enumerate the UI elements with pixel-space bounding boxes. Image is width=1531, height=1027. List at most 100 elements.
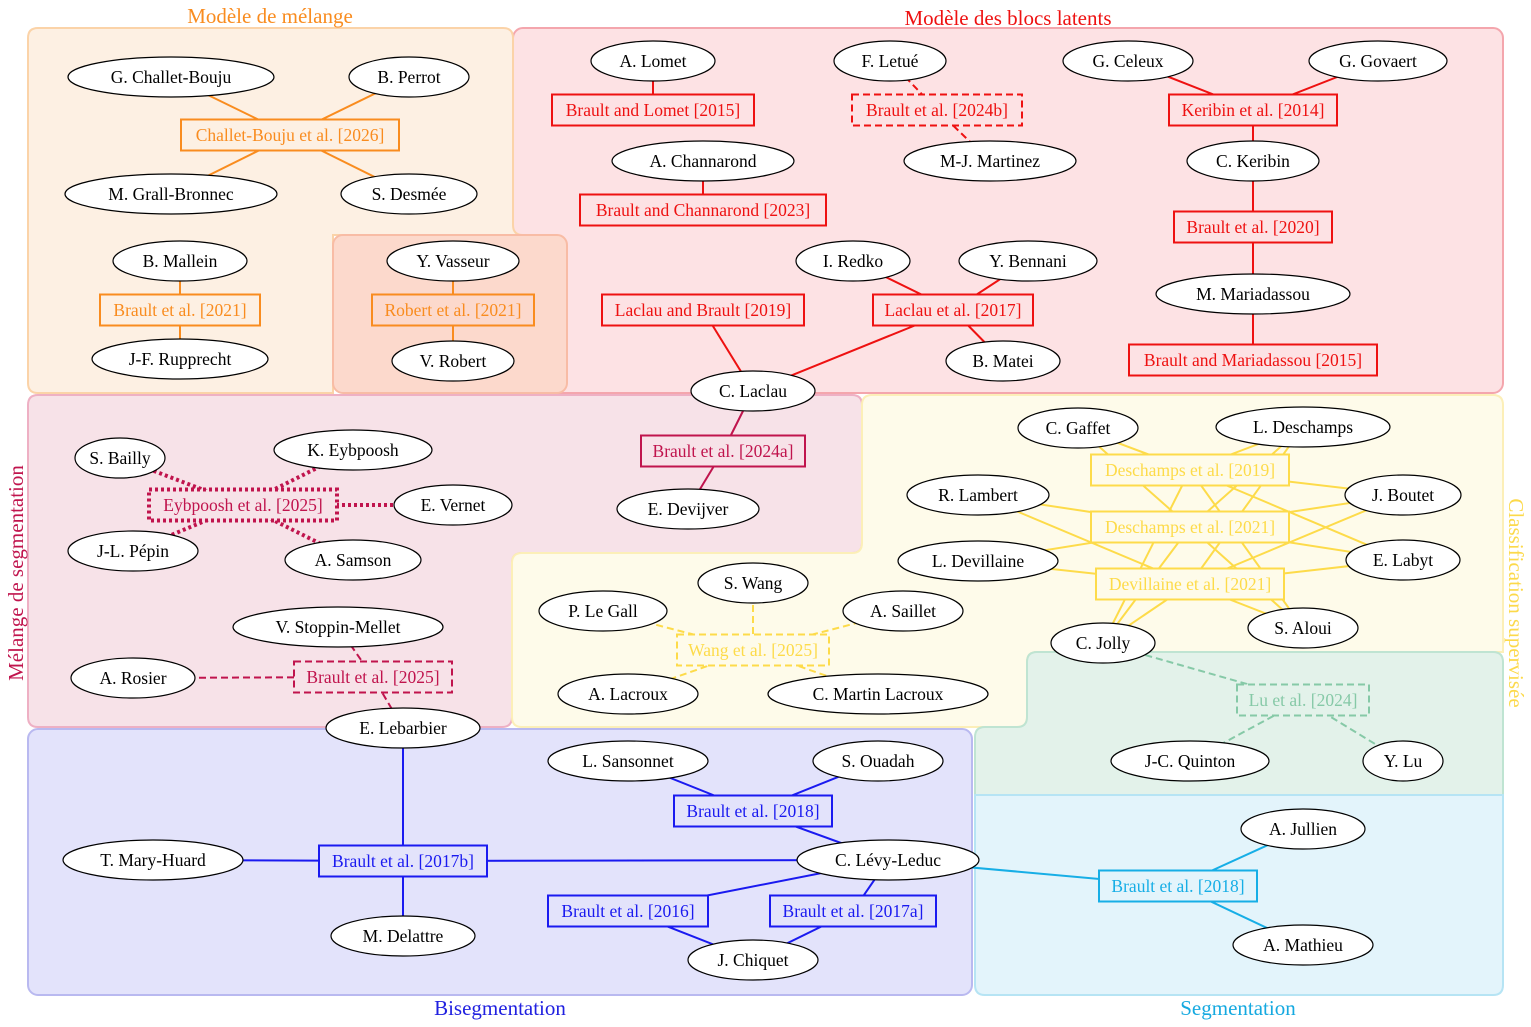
edge-jolly-d2019 [1102,469,1191,644]
person-node-devijver[interactable]: E. Devijver [616,488,760,530]
person-node-lomet[interactable]: A. Lomet [590,40,716,82]
person-node-mlacroux[interactable]: C. Martin Lacroux [767,673,989,715]
person-node-maryhuard[interactable]: T. Mary-Huard [62,839,244,881]
person-label: C. Jolly [1076,633,1131,653]
person-node-boutet[interactable]: J. Boutet [1344,474,1462,516]
paper-label: Eybpoosh et al. [2025] [163,495,322,515]
paper-node-w2025[interactable]: Wang et al. [2025] [676,633,830,667]
person-node-channarond[interactable]: A. Channarond [611,140,795,182]
person-node-sansonnet[interactable]: L. Sansonnet [547,740,709,782]
person-node-desmee[interactable]: S. Desmée [340,173,478,215]
paper-node-k2014[interactable]: Keribin et al. [2014] [1168,93,1338,127]
person-node-lebarbier[interactable]: E. Lebarbier [325,707,481,749]
person-label: M. Delattre [363,926,444,946]
person-node-challet[interactable]: G. Challet-Bouju [67,56,275,98]
person-node-samson[interactable]: A. Samson [284,539,422,581]
person-label: A. Rosier [99,668,166,688]
paper-node-bc2023[interactable]: Brault and Channarond [2023] [579,193,827,227]
person-node-stoppin[interactable]: V. Stoppin-Mellet [232,606,444,648]
person-node-gaffet[interactable]: C. Gaffet [1017,407,1139,449]
person-ellipse [697,562,809,604]
person-node-saillet[interactable]: A. Saillet [842,590,964,632]
paper-node-b2024a[interactable]: Brault et al. [2024a] [640,434,806,468]
person-label: I. Redko [823,251,884,271]
person-node-ldeschamps[interactable]: L. Deschamps [1215,406,1391,448]
person-node-vernet[interactable]: E. Vernet [393,484,513,526]
person-node-ldevillaine[interactable]: L. Devillaine [897,540,1059,582]
person-node-vrobert[interactable]: V. Robert [391,340,515,382]
paper-label: Brault et al. [2017b] [332,851,474,871]
person-node-govaert[interactable]: G. Govaert [1308,40,1448,82]
person-node-jolly[interactable]: C. Jolly [1050,622,1156,664]
person-node-eybpoosh[interactable]: K. Eybpoosh [273,429,433,471]
paper-node-b2021[interactable]: Brault et al. [2021] [99,293,261,327]
person-node-celeux[interactable]: G. Celeux [1062,40,1194,82]
person-node-laclau[interactable]: C. Laclau [690,370,816,412]
person-node-pepin[interactable]: J-L. Pépin [67,530,199,572]
paper-node-b2017a[interactable]: Brault et al. [2017a] [769,894,937,928]
person-node-bailly[interactable]: S. Bailly [74,437,166,479]
person-node-bennani[interactable]: Y. Bennani [958,240,1098,282]
paper-node-b2017b[interactable]: Brault et al. [2017b] [318,844,488,878]
person-node-ouadah[interactable]: S. Ouadah [812,740,944,782]
person-node-mallein[interactable]: B. Mallein [112,240,248,282]
paper-box [1090,453,1290,487]
person-node-quinton[interactable]: J-C. Quinton [1110,740,1270,782]
paper-node-b2024b[interactable]: Brault et al. [2024b] [851,93,1023,127]
person-label: R. Lambert [938,485,1018,505]
paper-node-b2025[interactable]: Brault et al. [2025] [293,660,453,694]
paper-node-cb2026[interactable]: Challet-Bouju et al. [2026] [180,118,400,152]
paper-node-b2016[interactable]: Brault et al. [2016] [547,894,709,928]
person-node-perrot[interactable]: B. Perrot [348,56,470,98]
paper-node-d2019[interactable]: Deschamps et al. [2019] [1090,453,1290,487]
paper-label: Brault et al. [2020] [1186,217,1319,237]
person-node-lambert[interactable]: R. Lambert [906,474,1050,516]
paper-node-bl2015[interactable]: Brault and Lomet [2015] [551,93,755,127]
person-label: V. Stoppin-Mellet [275,617,400,637]
person-node-matei[interactable]: B. Matei [945,340,1061,382]
person-node-legall[interactable]: P. Le Gall [538,590,668,632]
person-label: S. Bailly [89,448,151,468]
person-label: B. Mallein [143,251,218,271]
person-node-lacroux[interactable]: A. Lacroux [557,673,699,715]
paper-node-b2018s[interactable]: Brault et al. [2018] [1098,869,1258,903]
person-node-lu[interactable]: Y. Lu [1362,740,1444,782]
person-node-jullien[interactable]: A. Jullien [1240,808,1366,850]
person-node-delattre[interactable]: M. Delattre [330,915,476,957]
person-label: S. Aloui [1274,618,1332,638]
paper-node-dv2021[interactable]: Devillaine et al. [2021] [1095,567,1285,601]
person-node-levyleduc[interactable]: C. Lévy-Leduc [796,839,980,881]
person-node-martinez[interactable]: M-J. Martinez [903,140,1077,182]
person-node-mariadassou[interactable]: M. Mariadassou [1155,273,1351,315]
person-node-rosier[interactable]: A. Rosier [70,657,196,699]
person-label: A. Jullien [1269,819,1337,839]
person-node-letue[interactable]: F. Letué [833,40,947,82]
person-node-mathieu[interactable]: A. Mathieu [1232,924,1374,966]
person-ellipse [1017,407,1139,449]
person-node-labyt[interactable]: E. Labyt [1345,539,1461,581]
paper-node-d2021[interactable]: Deschamps et al. [2021] [1090,510,1290,544]
paper-node-e2025[interactable]: Eybpoosh et al. [2025] [147,487,339,523]
person-ellipse [348,56,470,98]
paper-node-l2017[interactable]: Laclau et al. [2017] [872,293,1034,327]
person-label: S. Wang [724,573,783,593]
person-node-redko[interactable]: I. Redko [795,240,911,282]
person-node-aloui[interactable]: S. Aloui [1247,607,1359,649]
person-node-keribin[interactable]: C. Keribin [1186,140,1320,182]
paper-node-bm2015[interactable]: Brault and Mariadassou [2015] [1128,343,1378,377]
paper-label: Brault et al. [2021] [113,300,246,320]
paper-node-lb2019[interactable]: Laclau and Brault [2019] [601,293,805,327]
paper-node-lu2024[interactable]: Lu et al. [2024] [1236,683,1370,717]
person-label: M. Grall-Bronnec [108,184,234,204]
paper-node-b2020[interactable]: Brault et al. [2020] [1173,210,1333,244]
person-ellipse [897,540,1059,582]
paper-node-r2021[interactable]: Robert et al. [2021] [371,293,535,327]
person-node-vasseur[interactable]: Y. Vasseur [386,240,520,282]
person-node-rupprecht[interactable]: J-F. Rupprecht [91,338,269,380]
person-ellipse [325,707,481,749]
person-node-wang[interactable]: S. Wang [697,562,809,604]
person-node-grall[interactable]: M. Grall-Bronnec [64,173,278,215]
person-node-chiquet[interactable]: J. Chiquet [687,939,819,981]
paper-node-b2018[interactable]: Brault et al. [2018] [673,794,833,828]
person-label: B. Perrot [377,67,440,87]
